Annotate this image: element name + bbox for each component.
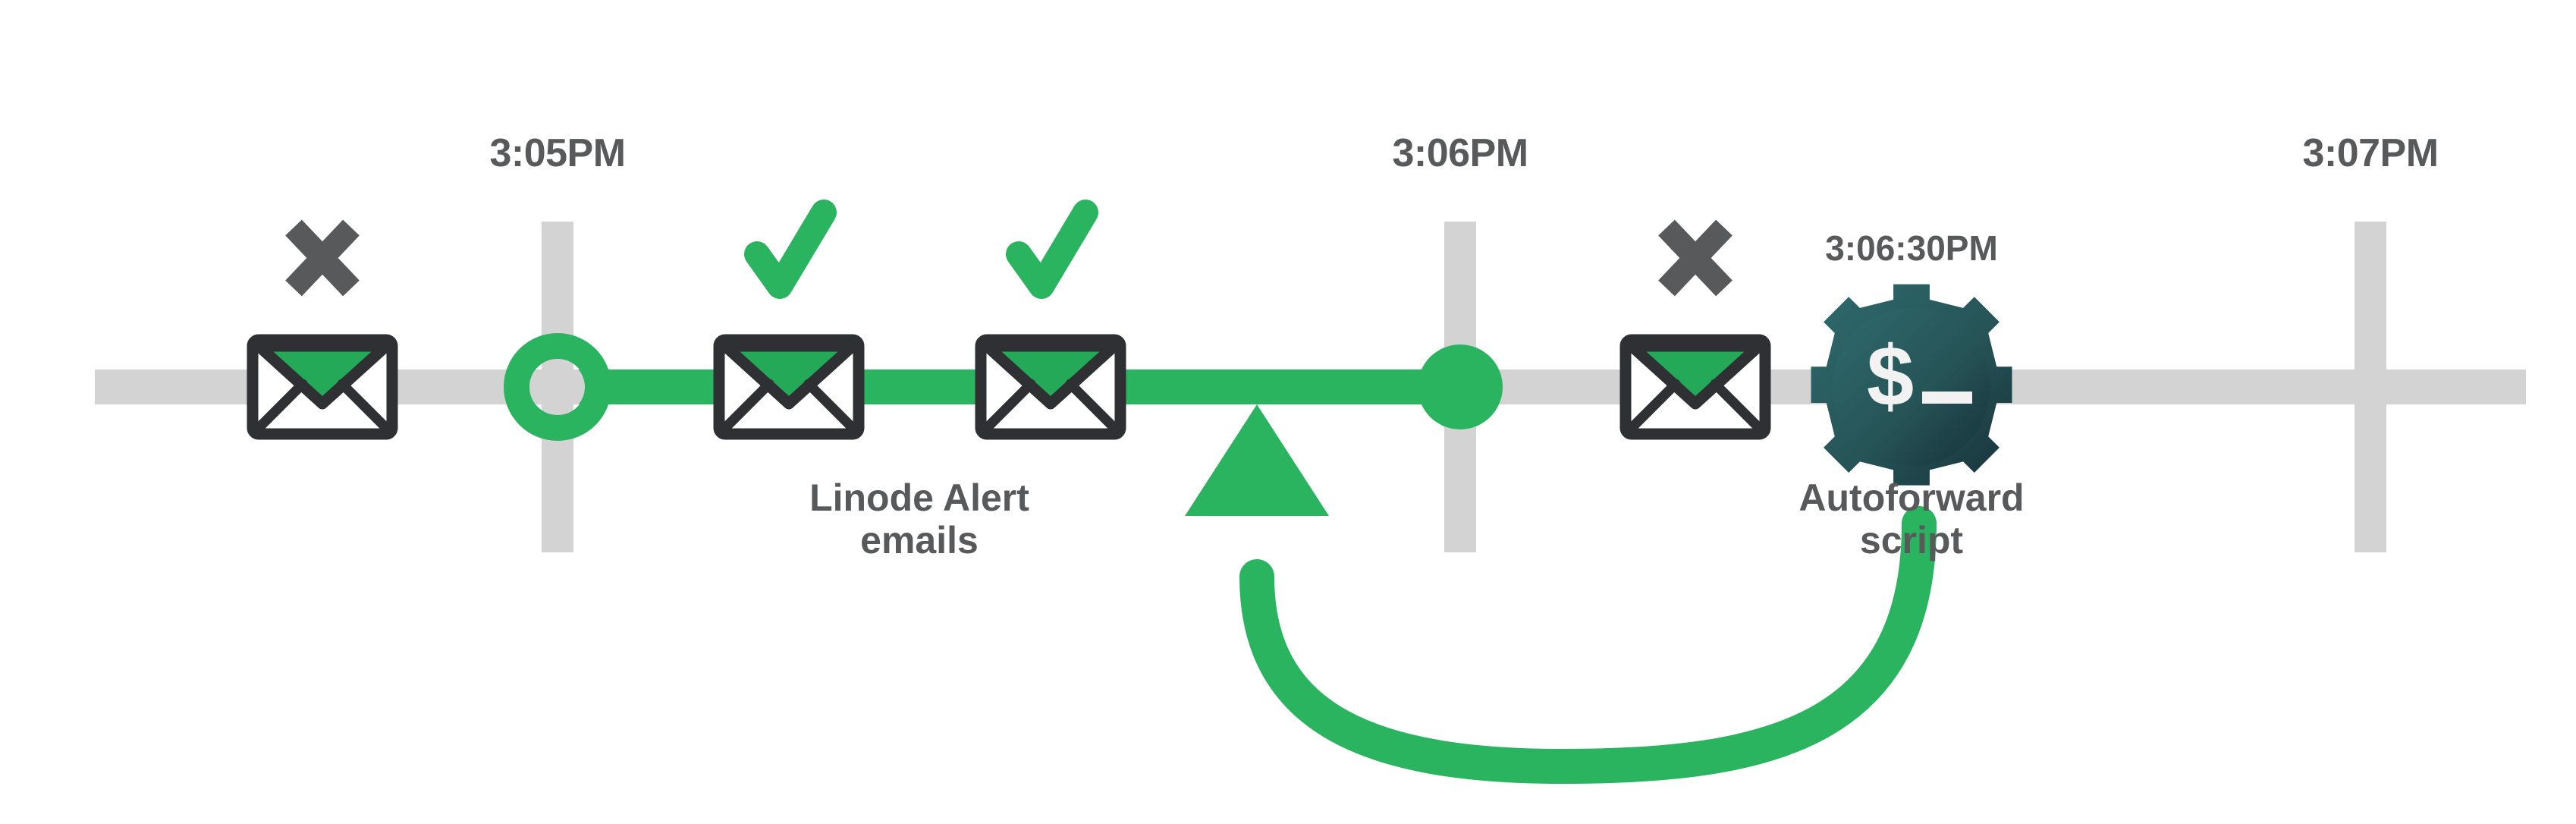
envelope-icon <box>1619 334 1771 440</box>
caption-autoforward-script: Autoforward script <box>1798 476 2025 561</box>
x-mark-icon <box>1658 219 1733 297</box>
script-time-label: 3:06:30PM <box>1825 228 1998 268</box>
feedback-arrow <box>1185 404 1937 785</box>
tick-label-306pm: 3:06PM <box>1392 131 1528 175</box>
x-mark-icon <box>285 219 360 297</box>
check-mark-icon <box>1006 200 1098 299</box>
tick-mark-307pm <box>2355 222 2386 552</box>
envelope-icon <box>975 334 1126 440</box>
caption-linode-alert-emails: Linode Alert emails <box>809 476 1029 561</box>
tick-label-305pm: 3:05PM <box>489 131 626 175</box>
tick-label-307pm: 3:07PM <box>2302 131 2439 175</box>
envelope-icon <box>713 334 865 440</box>
check-mark-icon <box>744 200 837 299</box>
ring-marker <box>504 333 611 441</box>
dot-marker <box>1418 344 1503 429</box>
gear-dollar-icon: $ <box>1811 284 2012 486</box>
svg-text:$: $ <box>1867 329 1914 423</box>
envelope-icon <box>247 334 398 440</box>
